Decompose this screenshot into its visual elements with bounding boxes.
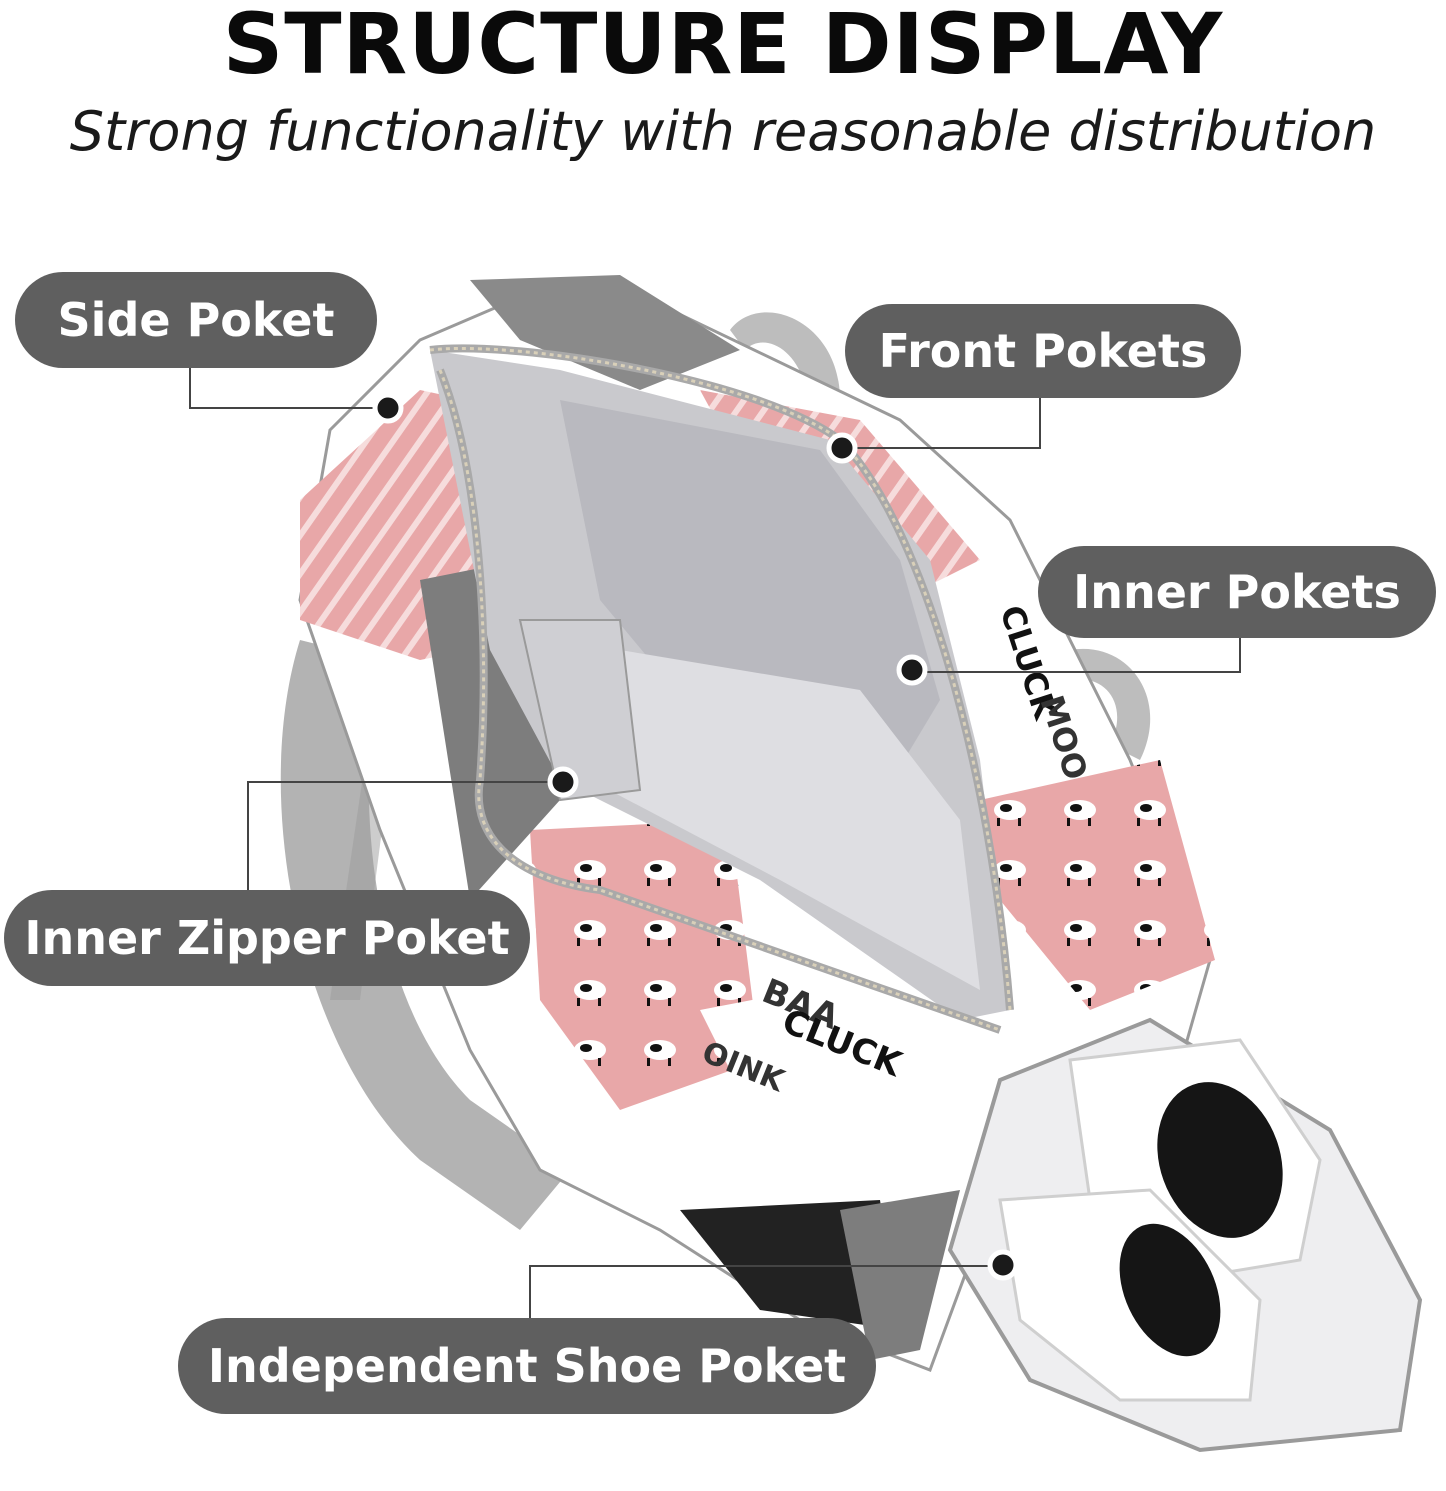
callout-dots — [372, 392, 1019, 1281]
page-subtitle: Strong functionality with reasonable dis… — [69, 100, 1377, 163]
callout-side-pocket: Side Poket — [15, 272, 377, 368]
callout-leaders — [189, 368, 1241, 1318]
callout-shoe-pocket: Independent Shoe Poket — [178, 1318, 876, 1414]
shoe-compartment — [947, 1017, 1423, 1453]
callout-inner-zipper-pocket: Inner Zipper Poket — [4, 890, 530, 986]
callout-front-pockets: Front Pokets — [845, 304, 1241, 398]
callout-inner-pockets: Inner Pokets — [1038, 546, 1436, 638]
page-title: STRUCTURE DISPLAY — [222, 0, 1224, 93]
